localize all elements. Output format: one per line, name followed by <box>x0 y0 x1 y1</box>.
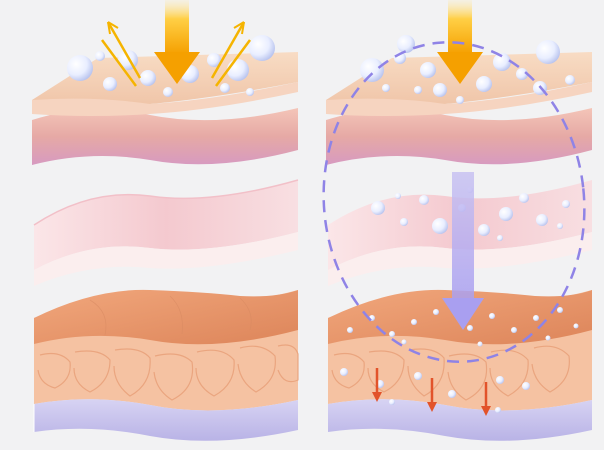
right-panel <box>308 0 600 441</box>
left-panel <box>32 0 298 441</box>
deep-cellular-layer <box>34 290 298 441</box>
middle-layer <box>34 180 298 286</box>
